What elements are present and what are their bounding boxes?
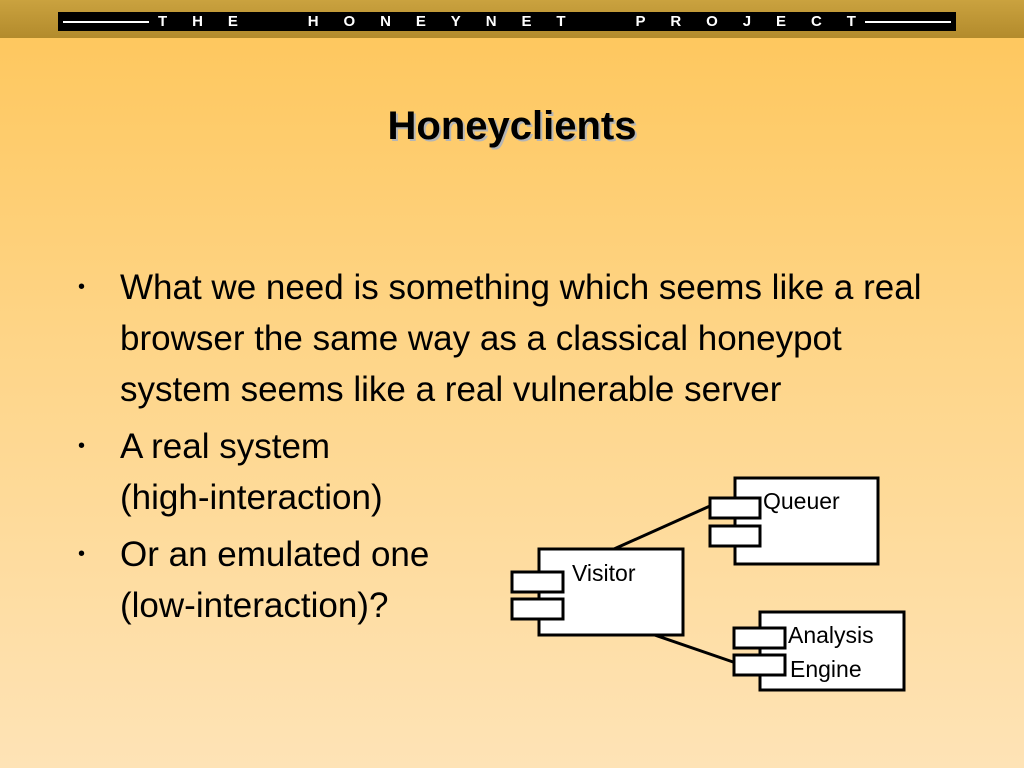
slide-title: Honeyclients	[387, 104, 637, 148]
bullet-dot-icon: •	[78, 435, 86, 457]
banner-line-right	[865, 21, 951, 23]
bullet-dot-icon: •	[78, 543, 86, 565]
queuer-port-bottom	[708, 524, 762, 548]
bullet-item: • What we need is something which seems …	[78, 262, 940, 415]
bullet-dot-icon: •	[78, 276, 86, 298]
bullet-item: • Or an emulated one (low-interaction)?	[78, 529, 540, 631]
banner-letter: Y	[450, 13, 461, 30]
banner-letter: J	[742, 13, 752, 30]
banner-letter: E	[776, 13, 787, 30]
visitor-port-top	[510, 570, 565, 594]
queuer-box	[733, 476, 880, 566]
banner-letter: E	[521, 13, 532, 30]
banner-letter: O	[706, 13, 718, 30]
bullet-text: Or an emulated one	[120, 535, 430, 574]
banner-letter: H	[307, 13, 319, 30]
banner-letter: N	[380, 13, 391, 30]
bullet-list: • What we need is something which seems …	[78, 262, 938, 637]
visitor-label: Visitor	[572, 560, 636, 586]
bullet-text: (low-interaction)?	[120, 586, 389, 625]
banner-letter: H	[192, 13, 203, 30]
honeynet-project-banner: T H E H O N E Y N E T P R O J E C T	[58, 12, 956, 31]
banner-line-left	[63, 21, 149, 23]
banner-letter: P	[635, 13, 646, 30]
analysis-label-line2: Engine	[790, 656, 862, 682]
bullet-text: What we need is something which seems li…	[120, 268, 922, 409]
analysis-engine-box	[758, 610, 906, 692]
visitor-port-bottom	[510, 597, 565, 621]
analysis-label-line1: Analysis	[788, 622, 874, 648]
banner-letter: T	[846, 13, 856, 30]
banner-text: T H E H O N E Y N E T P R O J E C T	[158, 12, 856, 31]
bullet-text: (high-interaction)	[120, 478, 383, 517]
connector-visitor-queuer	[613, 504, 711, 551]
banner-letter: N	[485, 13, 497, 30]
banner-letter: O	[343, 13, 356, 30]
banner-letter: E	[415, 13, 426, 30]
analysis-port-top	[732, 626, 787, 650]
bullet-text: A real system	[120, 427, 331, 466]
banner-letter: R	[670, 13, 682, 30]
banner-letter: C	[810, 13, 822, 30]
bullet-item: • A real system (high-interaction)	[78, 421, 540, 523]
queuer-port-top	[708, 496, 762, 520]
banner-letter: T	[158, 13, 168, 30]
banner-letter: T	[556, 13, 566, 30]
queuer-label: Queuer	[763, 488, 840, 514]
banner-letter: E	[227, 13, 238, 30]
analysis-port-bottom	[732, 653, 787, 677]
